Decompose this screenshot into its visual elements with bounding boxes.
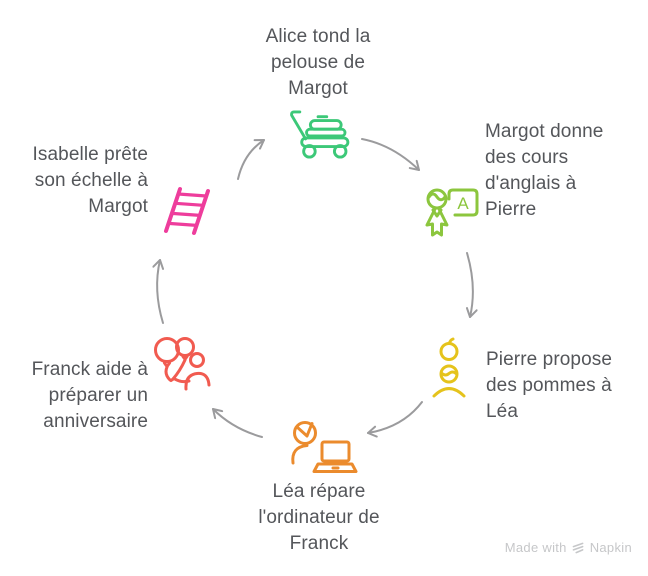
arrow-lea-to-franck xyxy=(212,408,263,438)
step-label-franck: Franck aide à préparer un anniversaire xyxy=(8,357,148,435)
label-line: Margot xyxy=(88,196,148,217)
step-label-margot: Margot donne des cours d'anglais à Pierr… xyxy=(485,119,635,223)
arrow-margot-to-pierre xyxy=(465,252,478,318)
label-line: Léa répare xyxy=(272,481,366,502)
label-line: son échelle à xyxy=(34,170,148,191)
label-line: anniversaire xyxy=(43,411,148,432)
balloons-person-icon xyxy=(154,337,211,391)
apple-person-icon xyxy=(432,337,466,398)
ladder-icon xyxy=(164,187,210,235)
arrow-alice-to-margot xyxy=(361,138,420,171)
label-line: Léa xyxy=(486,401,519,422)
step-label-pierre: Pierre propose des pommes à Léa xyxy=(486,347,646,425)
label-line: Alice tond la xyxy=(265,26,371,47)
laptop-repair-icon xyxy=(291,421,358,473)
teacher-board-icon: A xyxy=(425,188,479,237)
arrow-isabelle-to-alice xyxy=(237,139,265,180)
napkin-watermark[interactable]: Made with Napkin xyxy=(505,540,632,555)
arrow-franck-to-isabelle xyxy=(152,259,165,324)
board-letter: A xyxy=(457,194,469,213)
label-line: Franck aide à xyxy=(31,359,148,380)
step-label-isabelle: Isabelle prête son échelle à Margot xyxy=(8,142,148,220)
arrow-pierre-to-lea xyxy=(367,401,423,438)
label-line: préparer un xyxy=(48,385,148,406)
label-line: Pierre xyxy=(485,199,537,220)
label-line: Isabelle prête xyxy=(32,144,148,165)
label-line: d'anglais à xyxy=(485,173,577,194)
label-line: des pommes à xyxy=(486,375,612,396)
label-line: Margot xyxy=(288,78,348,99)
step-label-lea: Léa répare l'ordinateur de Franck xyxy=(233,479,405,557)
watermark-text: Made with xyxy=(504,540,567,555)
napkin-logo-icon xyxy=(572,542,584,553)
lawnmower-icon xyxy=(290,110,350,159)
label-line: pelouse de xyxy=(271,52,365,73)
label-line: Franck xyxy=(289,533,349,554)
label-line: Pierre propose xyxy=(486,349,613,370)
step-label-alice: Alice tond la pelouse de Margot xyxy=(229,24,407,102)
label-line: l'ordinateur de xyxy=(258,507,380,528)
watermark-brand: Napkin xyxy=(589,540,632,555)
label-line: Margot donne xyxy=(485,121,604,142)
label-line: des cours xyxy=(485,147,569,168)
